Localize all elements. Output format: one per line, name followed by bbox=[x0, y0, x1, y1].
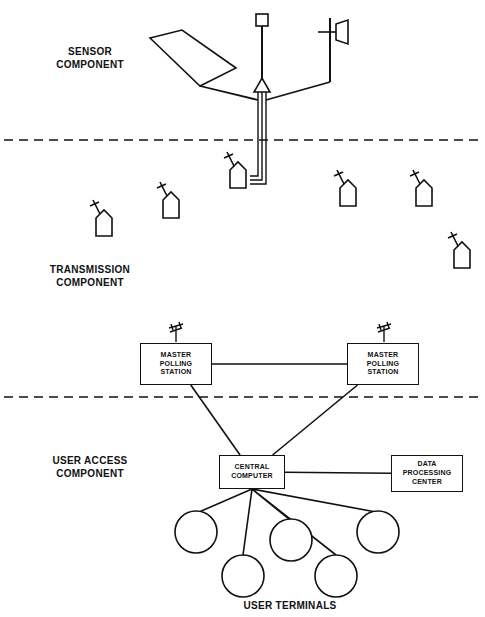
connector-line bbox=[191, 385, 240, 455]
section-label: USER ACCESS COMPONENT bbox=[40, 455, 140, 480]
box-text: MASTER POLLING STATION bbox=[145, 351, 207, 377]
section-label: TRANSMISSION COMPONENT bbox=[30, 264, 150, 289]
central-computer-box: CENTRAL COMPUTER bbox=[219, 455, 285, 489]
box-text: MASTER POLLING STATION bbox=[352, 351, 414, 377]
box-text: DATA PROCESSING CENTER bbox=[396, 460, 458, 486]
terminals-label: USER TERMINALS bbox=[220, 600, 360, 613]
section-label: SENSOR COMPONENT bbox=[40, 46, 140, 71]
connector-line bbox=[285, 472, 391, 474]
connector-line bbox=[212, 364, 347, 365]
connector-line bbox=[273, 385, 358, 455]
polling-station-box: MASTER POLLING STATION bbox=[347, 343, 419, 385]
polling-station-box: MASTER POLLING STATION bbox=[140, 343, 212, 385]
processing-center-box: DATA PROCESSING CENTER bbox=[391, 455, 463, 492]
box-text: CENTRAL COMPUTER bbox=[224, 463, 280, 481]
